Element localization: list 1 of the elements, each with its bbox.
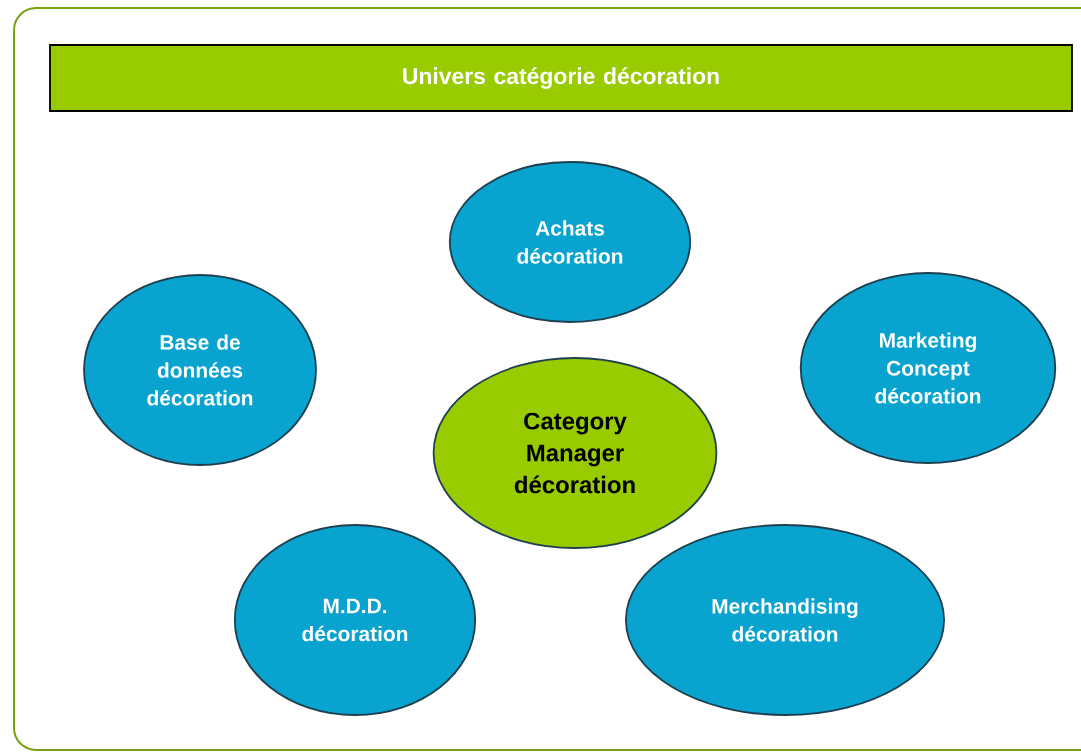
banner: Univers catégorie décoration (49, 44, 1073, 112)
